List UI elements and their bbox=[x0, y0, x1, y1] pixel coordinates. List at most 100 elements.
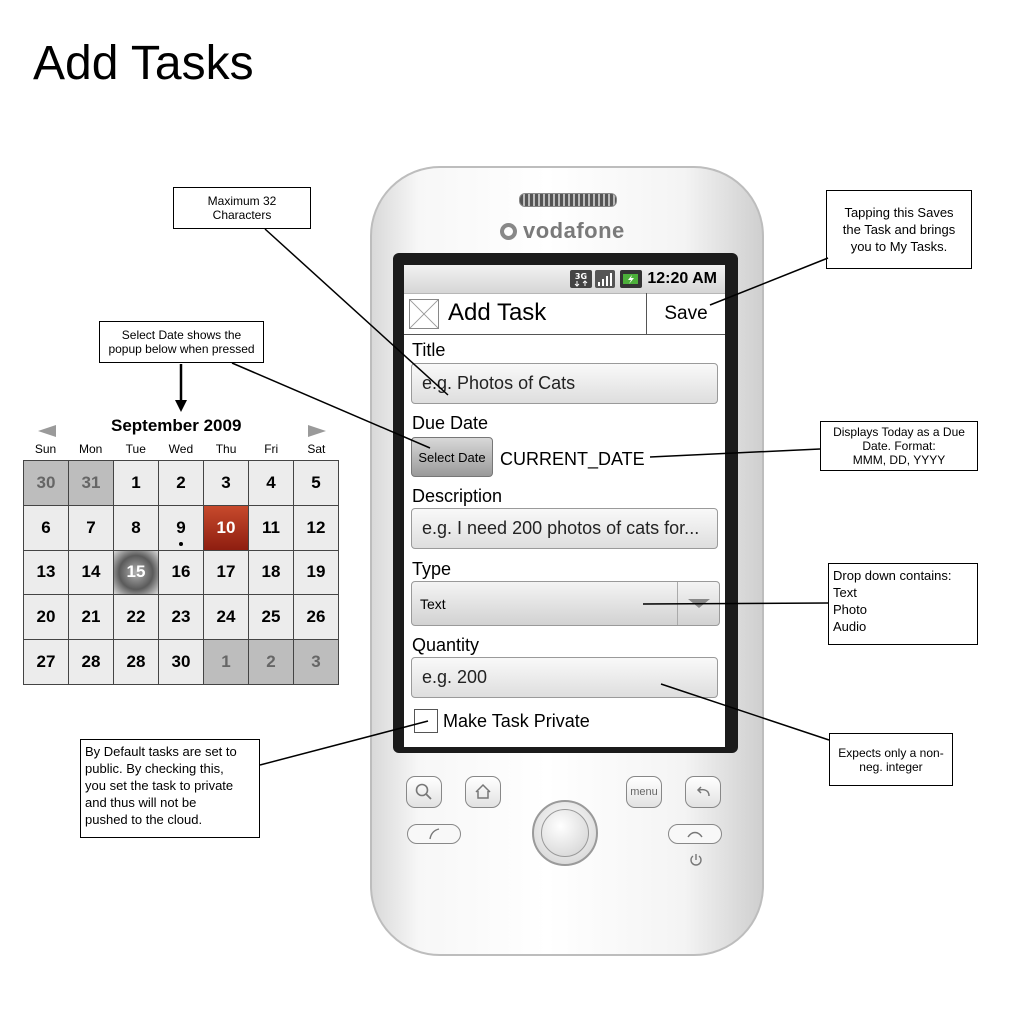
calendar-day[interactable]: 31 bbox=[69, 461, 114, 506]
calendar-day-number: 21 bbox=[81, 607, 101, 627]
note-line: Photo bbox=[833, 602, 867, 617]
private-checkbox[interactable] bbox=[414, 709, 438, 733]
phone-call-icon bbox=[429, 828, 440, 840]
calendar-day-number: 9 bbox=[176, 517, 186, 537]
dropdown-divider bbox=[677, 582, 678, 625]
note-line: popup below when pressed bbox=[108, 342, 255, 356]
due-date-label: Due Date bbox=[412, 413, 489, 433]
calendar-day-number: 10 bbox=[216, 517, 236, 537]
calendar-day[interactable]: 28 bbox=[69, 640, 114, 685]
calendar-day[interactable]: 3 bbox=[294, 640, 339, 685]
calendar-day-number: 30 bbox=[36, 472, 56, 492]
placeholder-image-icon bbox=[409, 299, 439, 329]
calendar-day[interactable]: 5 bbox=[294, 461, 339, 506]
calendar-day-number: 8 bbox=[131, 517, 141, 537]
note-line: public. By checking this, bbox=[85, 761, 224, 776]
back-button[interactable] bbox=[685, 776, 721, 808]
note-line: Displays Today as a Due bbox=[833, 425, 965, 439]
calendar-day[interactable]: 2 bbox=[249, 640, 294, 685]
note-line: you set the task to private bbox=[85, 778, 234, 793]
calendar-day[interactable]: 12 bbox=[294, 505, 339, 551]
calendar-day[interactable]: 7 bbox=[69, 505, 114, 551]
calendar-day-number: 20 bbox=[36, 607, 56, 627]
calendar-day[interactable]: 23 bbox=[159, 595, 204, 641]
calendar-day-number: 5 bbox=[311, 472, 321, 492]
calendar-day[interactable]: 27 bbox=[24, 640, 69, 685]
home-button[interactable] bbox=[465, 776, 501, 808]
calendar-day[interactable]: 1 bbox=[114, 461, 159, 506]
trackball[interactable] bbox=[541, 809, 589, 857]
annotation-quantity: Expects only a non-neg. integer bbox=[829, 733, 953, 786]
calendar-day-number: 3 bbox=[221, 472, 231, 492]
note-line: you to My Tasks. bbox=[850, 239, 948, 254]
note-line: and thus will not be bbox=[85, 795, 197, 810]
calendar-day[interactable]: 15 bbox=[114, 550, 159, 596]
call-button[interactable] bbox=[407, 824, 461, 844]
calendar-day[interactable]: 26 bbox=[294, 595, 339, 641]
calendar-day[interactable]: 21 bbox=[69, 595, 114, 641]
calendar-day[interactable]: 17 bbox=[204, 550, 249, 596]
calendar-day[interactable]: 2 bbox=[159, 461, 204, 506]
weekday-label: Tue bbox=[125, 442, 146, 456]
calendar-day-number: 3 bbox=[311, 652, 321, 672]
quantity-label: Quantity bbox=[412, 635, 480, 655]
calendar-day-number: 28 bbox=[126, 652, 146, 672]
calendar-day-number: 2 bbox=[266, 652, 276, 672]
type-dropdown[interactable]: Text bbox=[411, 581, 720, 626]
calendar-day[interactable]: 16 bbox=[159, 550, 204, 596]
search-button[interactable] bbox=[406, 776, 442, 808]
calendar-day[interactable]: 14 bbox=[69, 550, 114, 596]
end-call-button[interactable] bbox=[668, 824, 722, 844]
calendar-day[interactable]: 30 bbox=[159, 640, 204, 685]
calendar-day[interactable]: 28 bbox=[114, 640, 159, 685]
calendar-day[interactable]: 9 bbox=[159, 505, 204, 551]
type-label: Type bbox=[412, 559, 452, 579]
calendar-day-number: 12 bbox=[306, 517, 326, 537]
signal-icon bbox=[595, 270, 615, 288]
calendar-day-number: 2 bbox=[176, 472, 186, 492]
calendar-day[interactable]: 20 bbox=[24, 595, 69, 641]
title-input[interactable]: e.g. Photos of Cats bbox=[411, 363, 718, 404]
event-dot-icon bbox=[179, 541, 183, 546]
calendar-day-number: 18 bbox=[261, 562, 281, 582]
previous-month-arrow-icon[interactable] bbox=[38, 425, 56, 437]
type-selected-value: Text bbox=[420, 596, 446, 612]
calendar-day[interactable]: 24 bbox=[204, 595, 249, 641]
quantity-input[interactable]: e.g. 200 bbox=[411, 657, 718, 698]
power-icon bbox=[690, 854, 702, 866]
calendar-day[interactable]: 25 bbox=[249, 595, 294, 641]
note-line: the Task and brings bbox=[842, 222, 956, 237]
note-line: Audio bbox=[833, 619, 867, 634]
description-input[interactable]: e.g. I need 200 photos of cats for... bbox=[411, 508, 718, 549]
calendar-day[interactable]: 19 bbox=[294, 550, 339, 596]
calendar-day-number: 11 bbox=[262, 517, 280, 537]
note-line: Drop down contains: bbox=[833, 568, 952, 583]
calendar-day[interactable]: 3 bbox=[204, 461, 249, 506]
calendar-day-number: 14 bbox=[81, 562, 101, 582]
note-line: Select Date shows the bbox=[121, 328, 242, 342]
annotation-private: By Default tasks are set to public. By ch… bbox=[80, 739, 260, 838]
calendar-day[interactable]: 30 bbox=[24, 461, 69, 506]
calendar-day-number: 24 bbox=[216, 607, 236, 627]
calendar-day[interactable]: 11 bbox=[249, 505, 294, 551]
calendar-day[interactable]: 1 bbox=[204, 640, 249, 685]
calendar-day[interactable]: 18 bbox=[249, 550, 294, 596]
calendar-day[interactable]: 4 bbox=[249, 461, 294, 506]
calendar-day[interactable]: 13 bbox=[24, 550, 69, 596]
note-line: By Default tasks are set to bbox=[85, 744, 237, 759]
next-month-arrow-icon[interactable] bbox=[308, 425, 326, 437]
select-date-button[interactable]: Select Date bbox=[411, 437, 493, 477]
calendar-day[interactable]: 10 bbox=[204, 505, 249, 551]
calendar-day[interactable]: 8 bbox=[114, 505, 159, 551]
menu-button[interactable]: menu bbox=[626, 776, 662, 808]
calendar-day[interactable]: 22 bbox=[114, 595, 159, 641]
calendar-day[interactable]: 6 bbox=[24, 505, 69, 551]
save-button[interactable]: Save bbox=[646, 293, 725, 334]
chevron-down-icon bbox=[688, 599, 710, 608]
calendar-day-number: 22 bbox=[126, 607, 146, 627]
calendar-day-number: 30 bbox=[171, 652, 191, 672]
